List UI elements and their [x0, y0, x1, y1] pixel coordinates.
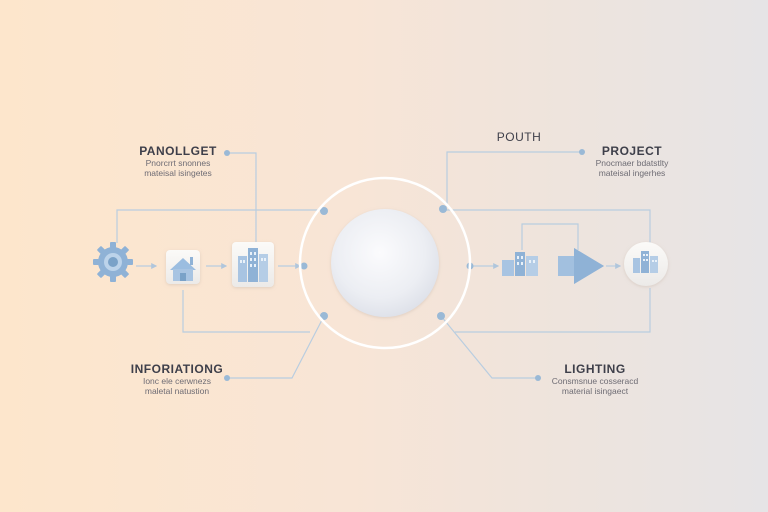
label-bottom-left-line1: Ionc ele cerwnezs: [142, 376, 212, 386]
label-bottom-left: INFORIATIONG Ionc ele cerwnezs maletal n…: [122, 362, 232, 396]
label-bottom-left-line2: maletal natustion: [144, 386, 210, 396]
connector-lines: [116, 151, 651, 379]
core-sphere: [331, 209, 439, 317]
label-top-right-line2: mateisal ingerhes: [598, 168, 666, 178]
arrow-icon: [558, 248, 604, 284]
label-top-left: PANOLLGET Pnorcrrt snonnes mateisal isin…: [128, 144, 228, 178]
factory-icon: [502, 252, 538, 276]
label-top-right-title: PROJECT: [601, 144, 663, 158]
label-top-mid-title: POUTH: [496, 130, 542, 144]
label-top-left-line2: mateisal isingetes: [144, 168, 212, 178]
connector-bottom-left-loop: [182, 290, 310, 333]
connector-top-bus: [116, 209, 322, 243]
connector-top-left: [228, 152, 257, 243]
label-top-left-title: PANOLLGET: [139, 144, 217, 158]
label-top-right: PROJECT Pnocmaer bdatstlty mateisal inge…: [582, 144, 682, 178]
house-icon: [166, 250, 200, 284]
label-bottom-right-title: LIGHTING: [564, 362, 626, 376]
label-bottom-right-line2: material isingaect: [561, 386, 629, 396]
connector-bottom-right: [440, 315, 538, 379]
gear-icon: [93, 242, 133, 282]
label-bottom-left-title: INFORIATIONG: [130, 362, 224, 376]
label-top-right-line1: Pnocmaer bdatstlty: [595, 158, 669, 168]
connector-bottom-left: [228, 315, 325, 379]
city-icon: [624, 242, 668, 286]
connector-bottom-right-loop: [455, 288, 651, 333]
label-top-left-line1: Pnorcrrt snonnes: [145, 158, 211, 168]
label-bottom-right: LIGHTING Consmsnue cosseracd material is…: [540, 362, 650, 396]
connector-bracket: [521, 223, 579, 250]
label-bottom-right-line1: Consmsnue cosseracd: [551, 376, 639, 386]
connector-nodes: [224, 149, 585, 381]
label-top-mid: POUTH: [484, 130, 554, 144]
connector-right-bus: [443, 209, 651, 245]
buildings-icon: [232, 242, 274, 287]
core-ring: [298, 176, 472, 350]
connector-top-right: [446, 151, 582, 207]
